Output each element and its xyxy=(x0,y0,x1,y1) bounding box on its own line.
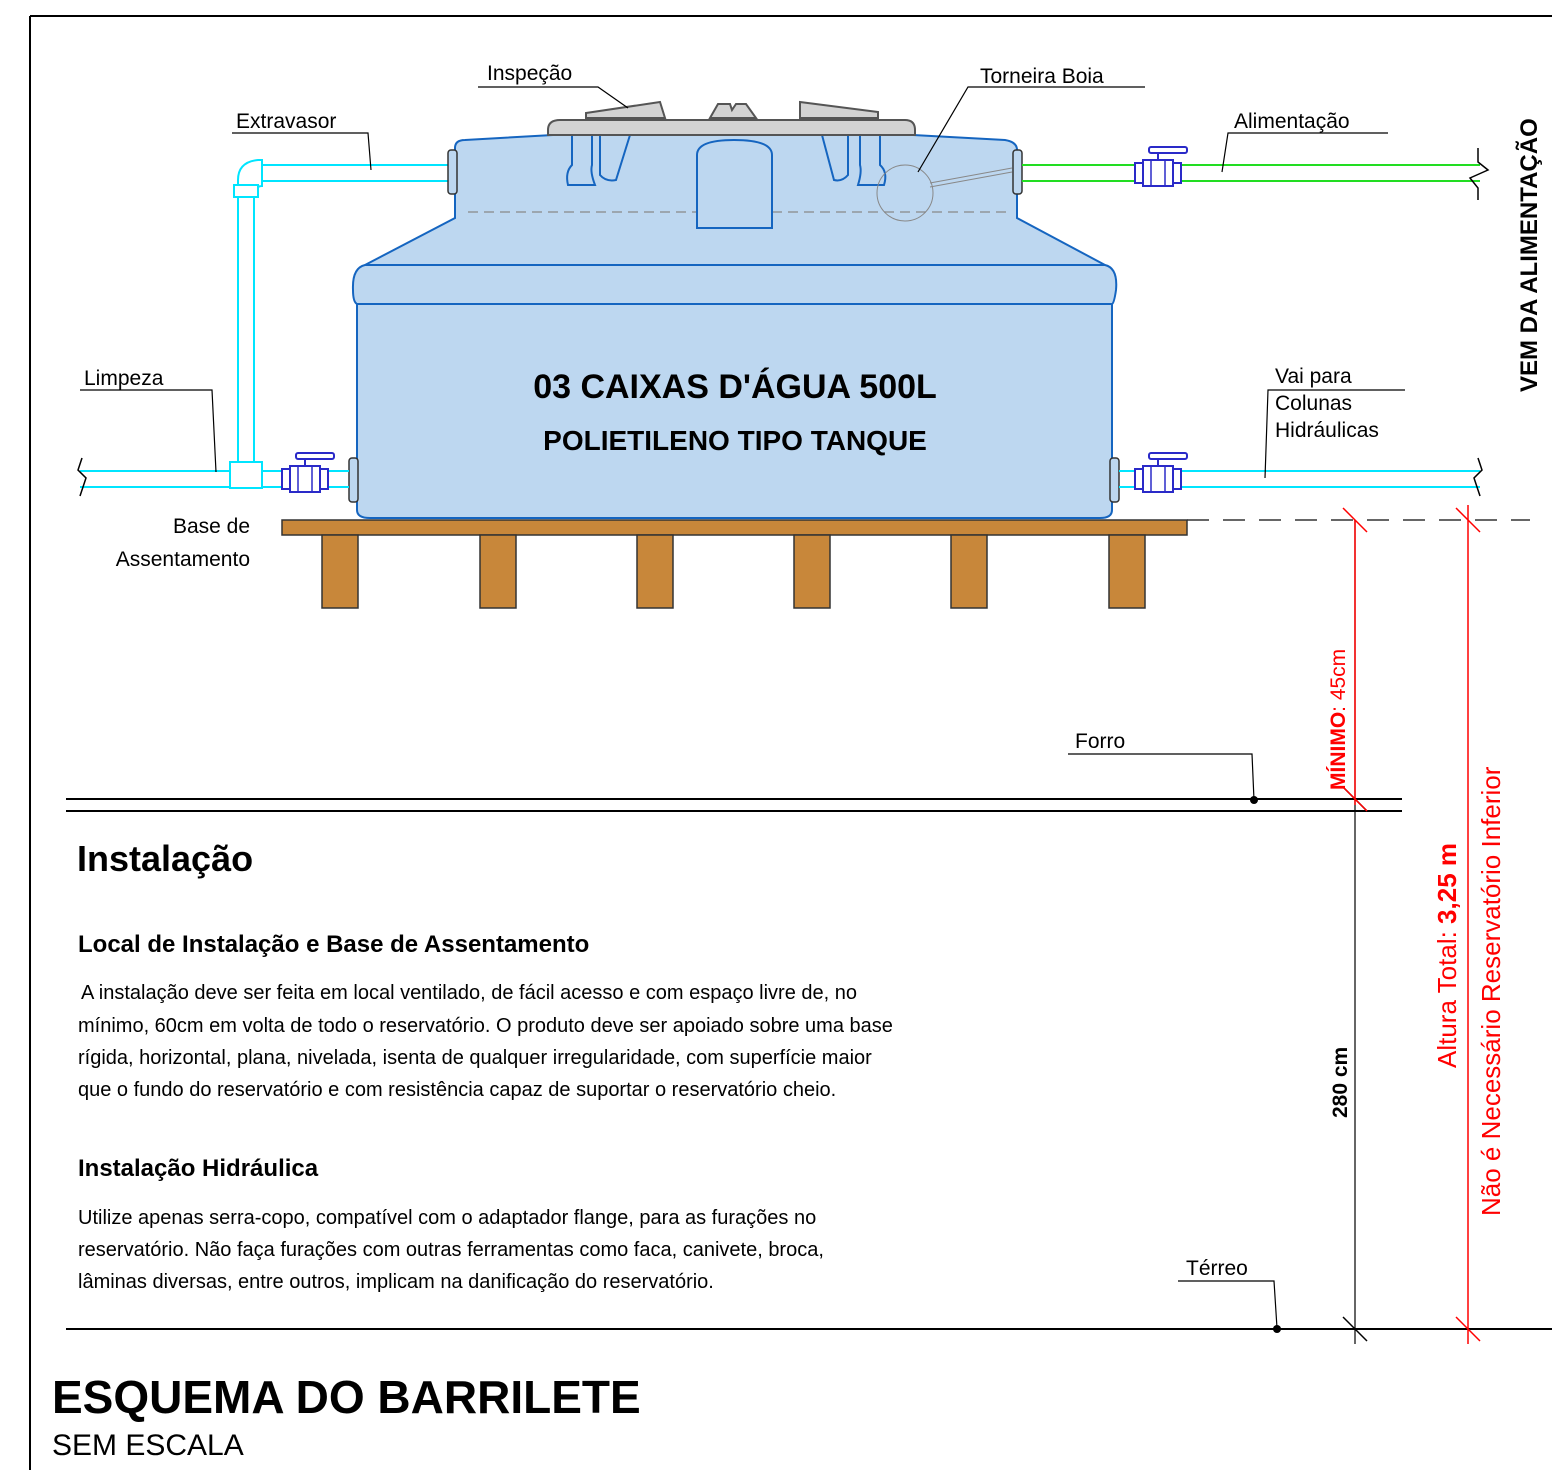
label-torneira-boia: Torneira Boia xyxy=(980,65,1104,88)
ceiling-line xyxy=(66,798,1402,812)
outlet-flange xyxy=(1109,457,1120,503)
label-hidraulicas: Hidráulicas xyxy=(1275,419,1379,442)
tank-title: 03 CAIXAS D'ÁGUA 500L xyxy=(533,368,937,406)
label-base-de: Base de xyxy=(173,515,250,538)
label-limpeza: Limpeza xyxy=(84,367,164,390)
instalacao-heading: Instalação xyxy=(77,838,253,879)
supply-pipe xyxy=(1022,164,1480,182)
label-colunas: Colunas xyxy=(1275,392,1352,415)
dimension-minimo: MÍNIMO: 45cm xyxy=(1327,649,1350,790)
tank-central-inlet xyxy=(696,138,773,229)
cleaning-flange xyxy=(348,457,359,503)
dimension-lines xyxy=(1342,505,1481,1344)
section2-title: Instalação Hidráulica xyxy=(78,1155,319,1182)
outlet-valve-icon xyxy=(1134,452,1188,493)
drawing-scale: SEM ESCALA xyxy=(52,1429,244,1462)
section2-line-3: lâminas diversas, entre outros, implicam… xyxy=(78,1271,714,1293)
label-alimentacao: Alimentação xyxy=(1234,110,1350,133)
label-vem-da-alimentacao: VEM DA ALIMENTAÇÃO xyxy=(1515,118,1543,392)
tank-body xyxy=(351,264,1118,519)
wooden-base xyxy=(281,519,1188,609)
label-terreo: Térreo xyxy=(1186,1257,1248,1280)
label-forro: Forro xyxy=(1075,730,1125,753)
label-inspecao: Inspeção xyxy=(487,62,572,85)
overflow-pipe xyxy=(233,159,448,462)
float-valve-detail xyxy=(876,164,934,222)
drawing-title: ESQUEMA DO BARRILETE xyxy=(52,1371,641,1423)
section1-line-4: que o fundo do reservatório e com resist… xyxy=(78,1079,836,1101)
section2-line-1: Utilize apenas serra-copo, compatível co… xyxy=(78,1207,816,1229)
tank-lid xyxy=(547,119,916,136)
section1-line-3: rígida, horizontal, plana, nivelada, ise… xyxy=(78,1047,872,1069)
inlet-flange xyxy=(1012,149,1023,195)
dimension-nao-necessario: Não é Necessário Reservatório Inferior xyxy=(1476,766,1506,1216)
section1-title: Local de Instalação e Base de Assentamen… xyxy=(78,931,589,958)
label-extravasor: Extravasor xyxy=(236,110,336,133)
water-tank xyxy=(351,100,1118,519)
cleaning-valve-icon xyxy=(281,452,335,493)
leader-lines xyxy=(80,86,1405,1329)
section1-line-1: A instalação deve ser feita em local ven… xyxy=(81,982,857,1004)
supply-valve-icon xyxy=(1134,146,1188,187)
drawing-frame xyxy=(29,15,1552,1470)
overflow-flange xyxy=(447,149,458,195)
ball-valves xyxy=(281,146,1188,493)
dimension-altura-total: Altura Total: 3,25 m xyxy=(1432,843,1462,1068)
label-assentamento: Assentamento xyxy=(116,548,250,571)
section1-line-2: mínimo, 60cm em volta de todo o reservat… xyxy=(78,1015,893,1037)
section2-line-2: reservatório. Não faça furações com outr… xyxy=(78,1239,824,1261)
dimension-280cm: 280 cm xyxy=(1329,1047,1352,1118)
tank-subtitle: POLIETILENO TIPO TANQUE xyxy=(543,425,927,456)
label-vai-para: Vai para xyxy=(1275,365,1352,388)
